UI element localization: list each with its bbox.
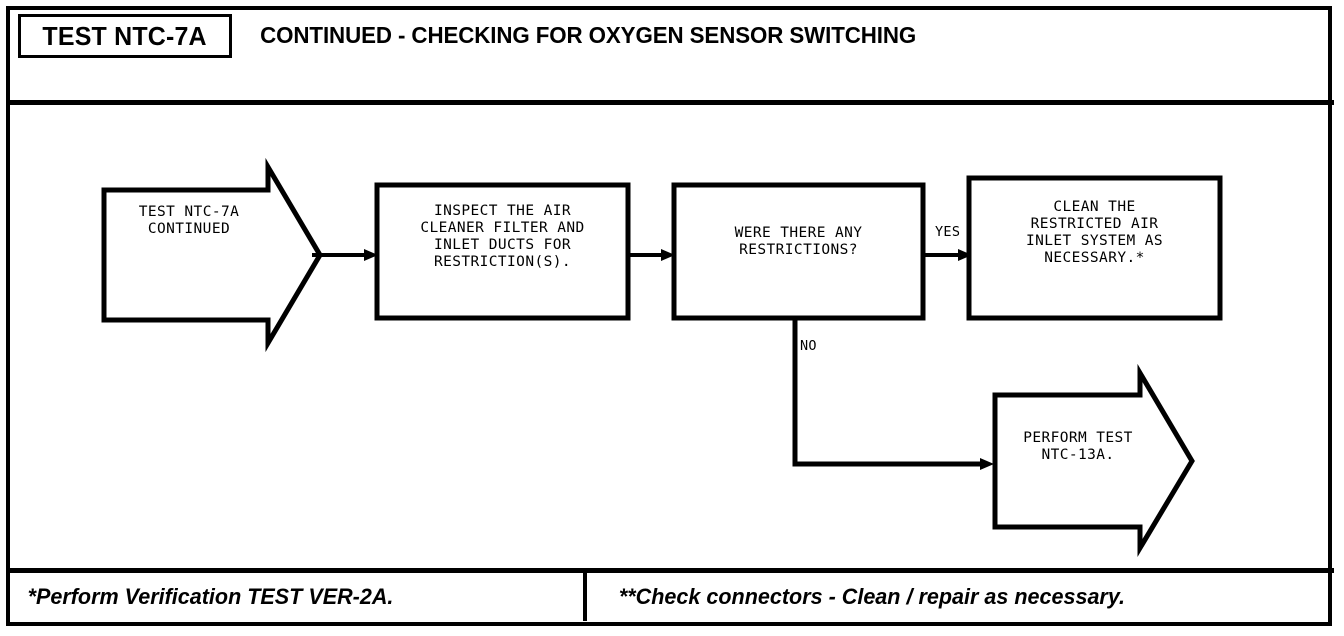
edge-label-yes: YES xyxy=(935,224,961,240)
edge-yes-arrowhead xyxy=(958,249,972,261)
footer-right-text: **Check connectors - Clean / repair as n… xyxy=(618,584,1126,609)
node-inspect-label: INSPECT THE AIR CLEANER FILTER AND INLET… xyxy=(420,203,585,270)
node-decision-label: WERE THERE ANY RESTRICTIONS? xyxy=(734,225,863,258)
node-decision-shape xyxy=(671,182,926,321)
edge-start-to-inspect-arrowhead xyxy=(364,249,378,261)
header-divider xyxy=(10,100,1334,105)
edge-label-no: NO xyxy=(800,338,817,354)
footer: *Perform Verification TEST VER-2A. **Che… xyxy=(10,573,1334,621)
node-inspect-shape xyxy=(374,182,631,321)
footer-note-right: **Check connectors - Clean / repair as n… xyxy=(588,573,1334,621)
footer-divider-line xyxy=(10,568,1334,573)
page-border xyxy=(6,6,1332,626)
footer-column-divider xyxy=(583,573,587,621)
node-start-label: TEST NTC-7A CONTINUED xyxy=(138,204,240,237)
header-test-code: TEST NTC-7A xyxy=(42,20,208,51)
node-clean-shape xyxy=(966,175,1223,321)
edge-no-path xyxy=(792,318,985,467)
footer-left-text: *Perform Verification TEST VER-2A. xyxy=(27,584,394,609)
edge-no-arrowhead xyxy=(980,458,994,470)
page-title: CONTINUED - CHECKING FOR OXYGEN SENSOR S… xyxy=(260,22,917,48)
node-clean-label: CLEAN THE RESTRICTED AIR INLET SYSTEM AS… xyxy=(1026,199,1163,266)
node-perform-label: PERFORM TEST NTC-13A. xyxy=(1023,430,1133,463)
edge-inspect-to-decision-arrowhead xyxy=(661,249,675,261)
header: TEST NTC-7A CONTINUED - CHECKING FOR OXY… xyxy=(10,10,1328,62)
header-test-code-box: TEST NTC-7A xyxy=(18,14,232,58)
node-start-shape xyxy=(101,157,323,353)
footer-note-left: *Perform Verification TEST VER-2A. xyxy=(10,573,583,621)
node-perform-shape xyxy=(992,363,1195,558)
